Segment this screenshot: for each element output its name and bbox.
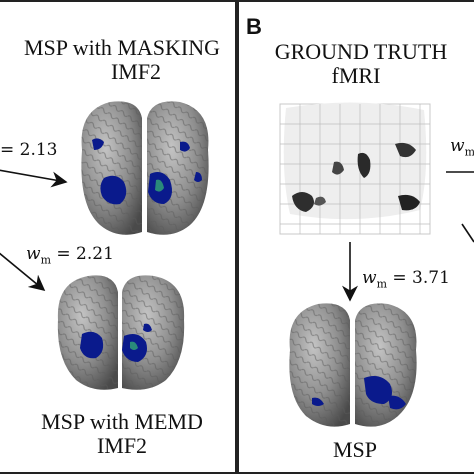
- arrow-bottom-left: [0, 252, 46, 292]
- brain-msp-masking: [81, 101, 209, 235]
- weight-value-top-left: = 2.13: [0, 140, 58, 160]
- panel-msp-comparison: [0, 0, 237, 474]
- brain-msp: [289, 303, 417, 427]
- footer-msp-memd-line1: MSP with MEMD: [41, 409, 203, 434]
- panel-ground-truth: [237, 0, 474, 474]
- weight-symbol: w: [26, 244, 41, 264]
- footer-msp-memd-line2: IMF2: [96, 433, 148, 458]
- arrow-stub-right-bottom: [461, 223, 474, 243]
- fmri-glass-brain: [279, 102, 431, 235]
- title-ground-truth: GROUND TRUTH fMRI: [248, 40, 474, 88]
- weight-symbol-right-cut: w: [450, 136, 465, 156]
- title-ground-truth-line1: GROUND TRUTH: [274, 39, 448, 64]
- weight-value-bottom-left: = 2.21: [56, 244, 114, 264]
- weight-label-bottom-left: wm = 2.21: [26, 244, 114, 266]
- weight-symbol-right: w: [362, 268, 377, 288]
- weight-subscript-right: m: [376, 277, 387, 291]
- title-ground-truth-line2: fMRI: [331, 63, 381, 88]
- panel-letter-b: B: [246, 14, 262, 39]
- footer-msp: MSP: [332, 437, 378, 462]
- arrow-top-left: [0, 169, 68, 188]
- title-msp-masking-line2: IMF2: [110, 59, 162, 84]
- footer-msp-memd: MSP with MEMD IMF2: [8, 410, 236, 458]
- brain-msp-memd: [57, 275, 185, 390]
- weight-label-right-cut: wm: [450, 136, 474, 158]
- title-msp-masking: MSP with MASKING IMF2: [8, 36, 236, 84]
- weight-label-right: wm = 3.71: [362, 268, 450, 290]
- weight-subscript: m: [40, 253, 51, 267]
- weight-value-right: = 3.71: [392, 268, 450, 288]
- weight-subscript-right-cut: m: [464, 145, 474, 159]
- weight-label-top-left: = 2.13: [0, 140, 58, 160]
- title-msp-masking-line1: MSP with MASKING: [23, 35, 220, 60]
